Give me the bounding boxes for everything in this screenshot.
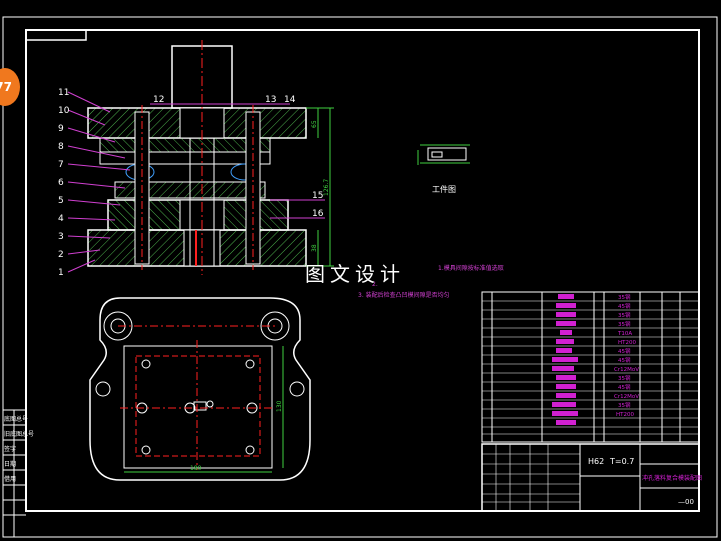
bom-material-13: 35钢 <box>618 401 631 409</box>
top-view: 180 130 <box>89 297 311 481</box>
bom-material-4: 35钢 <box>618 320 631 328</box>
part-num-14: 14 <box>284 95 296 105</box>
part-num-12: 12 <box>153 95 164 105</box>
dim-top: 65 <box>311 120 318 128</box>
title-thickness: T=0.7 <box>609 457 634 466</box>
bom-material-9: Cr12MoV <box>614 367 639 373</box>
bom-material-12: Cr12MoV <box>614 394 639 400</box>
inner-frame <box>25 29 700 512</box>
part-num-6: 6 <box>58 178 64 188</box>
outer-frame <box>2 16 718 538</box>
bom-material-8: 45钢 <box>618 356 631 364</box>
part-num-16: 16 <box>312 209 324 219</box>
bom-material-6: HT200 <box>618 340 636 346</box>
guide-bushing-right <box>260 311 290 341</box>
part-num-2: 2 <box>58 250 64 260</box>
part-numbers-top: 12 13 14 <box>150 95 296 105</box>
title-drawing-name: 冲孔落料复合模装配图 <box>642 474 702 482</box>
bom-material-10: 35钢 <box>618 374 631 382</box>
part-numbers-left: 11 10 9 8 7 6 5 4 3 2 1 <box>58 88 70 278</box>
note-2: 2. <box>372 281 378 288</box>
bom-material-11: 45钢 <box>618 383 631 391</box>
front-section-view <box>87 40 307 275</box>
bom-material-7: 45钢 <box>618 347 631 355</box>
die-set-outline <box>89 297 311 481</box>
part-num-11: 11 <box>58 88 69 98</box>
side-label-column: 底图总号 旧底图总号 签字 日期 借用 <box>3 409 34 537</box>
note-1: 1.模具间隙按标准值选取 <box>438 264 504 272</box>
guide-bushing-left <box>103 311 133 341</box>
dim-side: 130 <box>276 400 283 412</box>
side-label-4: 日期 <box>4 460 16 468</box>
part-num-5: 5 <box>58 196 64 206</box>
bom-material-3: 35钢 <box>618 311 631 319</box>
dim-bottom: 180 <box>190 465 202 472</box>
part-num-9: 9 <box>58 124 64 134</box>
side-label-1: 底图总号 <box>4 415 28 423</box>
die-outline <box>135 355 261 457</box>
part-num-4: 4 <box>58 214 64 224</box>
dimension-lines-vertical <box>306 107 334 267</box>
side-label-5: 借用 <box>4 475 16 483</box>
part-num-13: 13 <box>265 95 276 105</box>
bom-material-5: T10A <box>617 331 632 337</box>
title-block: H62 T=0.7 冲孔落料复合模装配图 —00 <box>481 443 702 512</box>
dim-height-total: 126.7 <box>323 179 330 196</box>
watermark: 图文设计 <box>305 262 405 286</box>
part-num-15: 15 <box>312 191 323 201</box>
bom-material-14: HT200 <box>616 412 634 418</box>
corner-tab <box>26 30 87 41</box>
workpiece-label: 工件图 <box>432 184 456 194</box>
part-leaders-left <box>67 91 131 273</box>
dim-mid: 38 <box>311 244 318 252</box>
workpiece-sketch: 工件图 <box>417 144 470 194</box>
punch-plate <box>99 137 271 153</box>
title-material: H62 <box>588 457 604 466</box>
bill-of-materials: 35钢 45钢 35钢 35钢 T10A HT200 45钢 45钢 Cr12M… <box>481 291 700 443</box>
part-num-8: 8 <box>58 142 64 152</box>
part-num-3: 3 <box>58 232 64 242</box>
note-3: 3. 装配后检查凸凹模间隙是否均匀 <box>358 291 450 299</box>
bom-material-1: 35钢 <box>618 293 631 301</box>
part-num-1: 1 <box>58 268 64 278</box>
part-num-7: 7 <box>58 160 64 170</box>
bom-material-2: 45钢 <box>618 302 631 310</box>
part-numbers-right: 15 16 <box>270 191 325 219</box>
tech-notes: 1.模具间隙按标准值选取 2. 3. 装配后检查凸凹模间隙是否均匀 <box>358 264 504 299</box>
page-counter-badge[interactable]: 77 <box>0 68 20 106</box>
part-num-10: 10 <box>58 106 70 116</box>
stripper-block <box>99 151 271 165</box>
title-drawing-no: —00 <box>678 498 694 506</box>
side-label-2: 旧底图总号 <box>4 430 34 438</box>
side-label-3: 签字 <box>4 445 16 453</box>
lower-plate-outline <box>123 345 273 469</box>
